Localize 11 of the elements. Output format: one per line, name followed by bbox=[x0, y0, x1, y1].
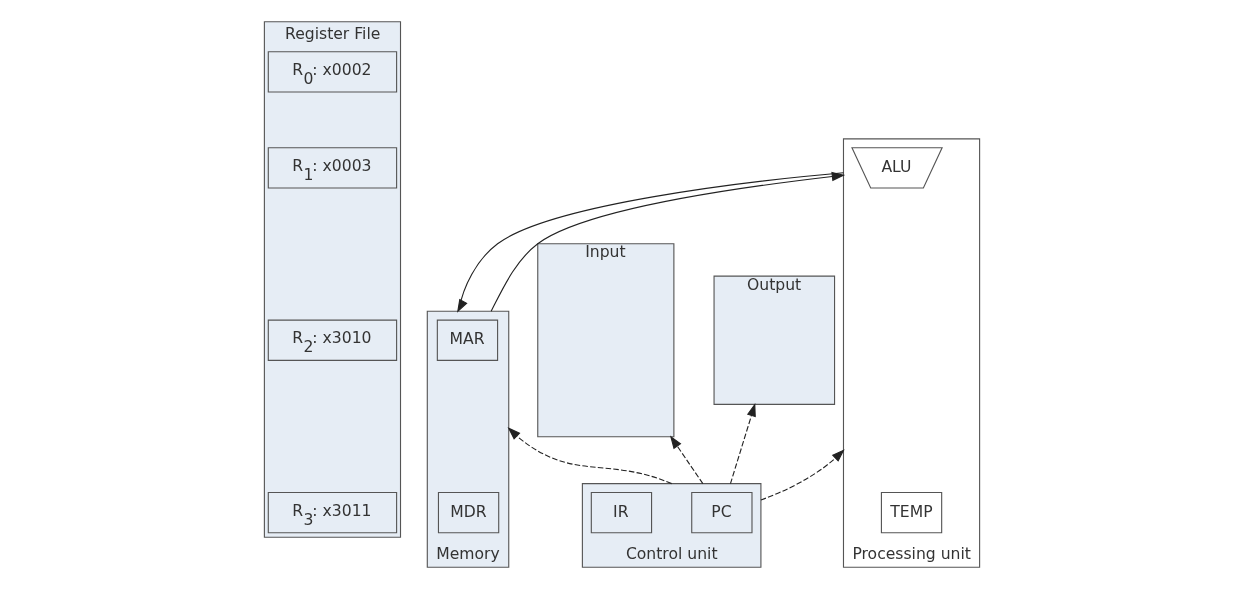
node-box: PC bbox=[691, 492, 753, 534]
node-box: MAR bbox=[436, 319, 499, 361]
arrow bbox=[669, 435, 704, 485]
arrow bbox=[760, 449, 845, 501]
node-box: MDR bbox=[437, 492, 500, 534]
node-box: IR bbox=[590, 492, 653, 534]
node-box: Output bbox=[713, 275, 836, 405]
node-box: TEMP bbox=[880, 492, 943, 534]
node-box: Input bbox=[537, 243, 675, 438]
arrow bbox=[729, 403, 756, 485]
arrow bbox=[507, 427, 673, 485]
